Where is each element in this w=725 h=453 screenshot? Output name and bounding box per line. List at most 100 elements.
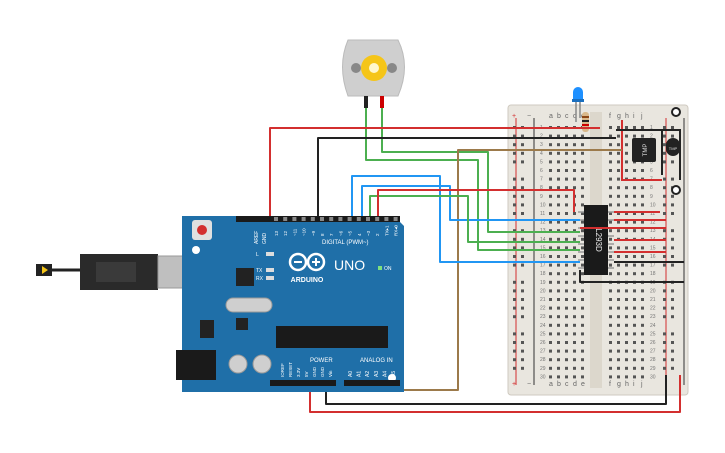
breadboard-hole[interactable] <box>641 246 644 250</box>
breadboard-hole[interactable] <box>609 229 612 233</box>
l293d-chip[interactable]: L293D <box>578 205 614 275</box>
breadboard-hole[interactable] <box>581 229 584 233</box>
header-pin[interactable] <box>356 217 361 221</box>
breadboard-hole[interactable] <box>609 160 612 164</box>
rail-hole[interactable] <box>663 366 666 370</box>
breadboard-hole[interactable] <box>625 349 628 353</box>
breadboard-hole[interactable] <box>641 289 644 293</box>
breadboard-hole[interactable] <box>617 134 620 138</box>
breadboard-hole[interactable] <box>633 341 636 344</box>
breadboard-hole[interactable] <box>573 237 576 241</box>
rail-hole[interactable] <box>521 143 524 147</box>
breadboard-hole[interactable] <box>557 358 560 362</box>
breadboard-hole[interactable] <box>633 358 636 362</box>
breadboard-hole[interactable] <box>633 272 636 276</box>
breadboard-hole[interactable] <box>617 341 620 344</box>
rail-hole[interactable] <box>663 134 666 138</box>
rail-hole[interactable] <box>671 315 674 319</box>
breadboard-hole[interactable] <box>617 169 620 172</box>
breadboard-hole[interactable] <box>609 341 612 344</box>
rail-hole[interactable] <box>513 212 516 215</box>
breadboard-hole[interactable] <box>625 134 628 138</box>
breadboard-hole[interactable] <box>609 306 612 310</box>
breadboard-hole[interactable] <box>633 229 636 233</box>
breadboard-hole[interactable] <box>609 349 612 353</box>
rail-hole[interactable] <box>663 160 666 164</box>
breadboard-hole[interactable] <box>617 358 620 362</box>
breadboard-hole[interactable] <box>633 332 636 336</box>
breadboard-hole[interactable] <box>565 263 568 267</box>
breadboard-hole[interactable] <box>609 375 612 379</box>
rail-hole[interactable] <box>663 203 666 207</box>
breadboard-hole[interactable] <box>617 186 620 190</box>
breadboard-hole[interactable] <box>617 151 620 155</box>
breadboard-hole[interactable] <box>581 366 584 370</box>
breadboard-hole[interactable] <box>549 177 552 181</box>
breadboard-hole[interactable] <box>557 237 560 241</box>
breadboard-hole[interactable] <box>573 323 576 327</box>
breadboard-hole[interactable] <box>625 126 628 129</box>
rail-hole[interactable] <box>513 177 516 181</box>
breadboard-hole[interactable] <box>565 341 568 344</box>
rail-hole[interactable] <box>513 366 516 370</box>
breadboard-hole[interactable] <box>633 298 636 301</box>
rail-hole[interactable] <box>521 160 524 164</box>
rail-hole[interactable] <box>663 298 666 301</box>
breadboard-hole[interactable] <box>625 375 628 379</box>
breadboard-hole[interactable] <box>633 255 636 258</box>
breadboard-hole[interactable] <box>573 151 576 155</box>
breadboard-hole[interactable] <box>633 263 636 267</box>
breadboard-hole[interactable] <box>609 212 612 215</box>
breadboard-hole[interactable] <box>557 341 560 344</box>
header-pin[interactable] <box>384 217 389 221</box>
breadboard-hole[interactable] <box>565 246 568 250</box>
breadboard-hole[interactable] <box>641 220 644 224</box>
breadboard-hole[interactable] <box>581 375 584 379</box>
breadboard-hole[interactable] <box>625 212 628 215</box>
breadboard-hole[interactable] <box>633 306 636 310</box>
breadboard-hole[interactable] <box>625 203 628 207</box>
breadboard-hole[interactable] <box>573 358 576 362</box>
rail-hole[interactable] <box>521 280 524 284</box>
breadboard-hole[interactable] <box>565 255 568 258</box>
breadboard-hole[interactable] <box>565 306 568 310</box>
breadboard-hole[interactable] <box>617 194 620 198</box>
rail-hole[interactable] <box>521 298 524 301</box>
breadboard-hole[interactable] <box>549 298 552 301</box>
breadboard-hole[interactable] <box>617 375 620 379</box>
rail-hole[interactable] <box>513 263 516 267</box>
breadboard-hole[interactable] <box>573 212 576 215</box>
header-pin[interactable] <box>301 217 306 221</box>
breadboard-hole[interactable] <box>565 160 568 164</box>
rail-hole[interactable] <box>671 341 674 344</box>
breadboard-hole[interactable] <box>557 246 560 250</box>
rail-hole[interactable] <box>671 126 674 129</box>
breadboard-hole[interactable] <box>557 289 560 293</box>
breadboard-hole[interactable] <box>565 280 568 284</box>
breadboard-hole[interactable] <box>625 143 628 147</box>
breadboard-hole[interactable] <box>641 298 644 301</box>
breadboard-hole[interactable] <box>565 323 568 327</box>
breadboard-hole[interactable] <box>609 169 612 172</box>
breadboard-hole[interactable] <box>581 143 584 147</box>
breadboard-hole[interactable] <box>557 349 560 353</box>
breadboard-hole[interactable] <box>581 212 584 215</box>
breadboard-hole[interactable] <box>641 263 644 267</box>
breadboard-hole[interactable] <box>549 358 552 362</box>
dc-motor[interactable] <box>342 39 405 108</box>
breadboard-hole[interactable] <box>617 298 620 301</box>
breadboard-hole[interactable] <box>609 126 612 129</box>
breadboard-hole[interactable] <box>625 169 628 172</box>
header-pin[interactable] <box>338 217 343 221</box>
breadboard-hole[interactable] <box>573 349 576 353</box>
breadboard-hole[interactable] <box>641 186 644 190</box>
breadboard-hole[interactable] <box>557 375 560 379</box>
breadboard-hole[interactable] <box>617 289 620 293</box>
breadboard-hole[interactable] <box>549 332 552 336</box>
breadboard-hole[interactable] <box>557 255 560 258</box>
header-pin[interactable] <box>320 217 324 221</box>
rail-hole[interactable] <box>671 237 674 241</box>
rail-hole[interactable] <box>521 366 524 370</box>
breadboard-hole[interactable] <box>625 186 628 190</box>
breadboard-hole[interactable] <box>573 263 576 267</box>
